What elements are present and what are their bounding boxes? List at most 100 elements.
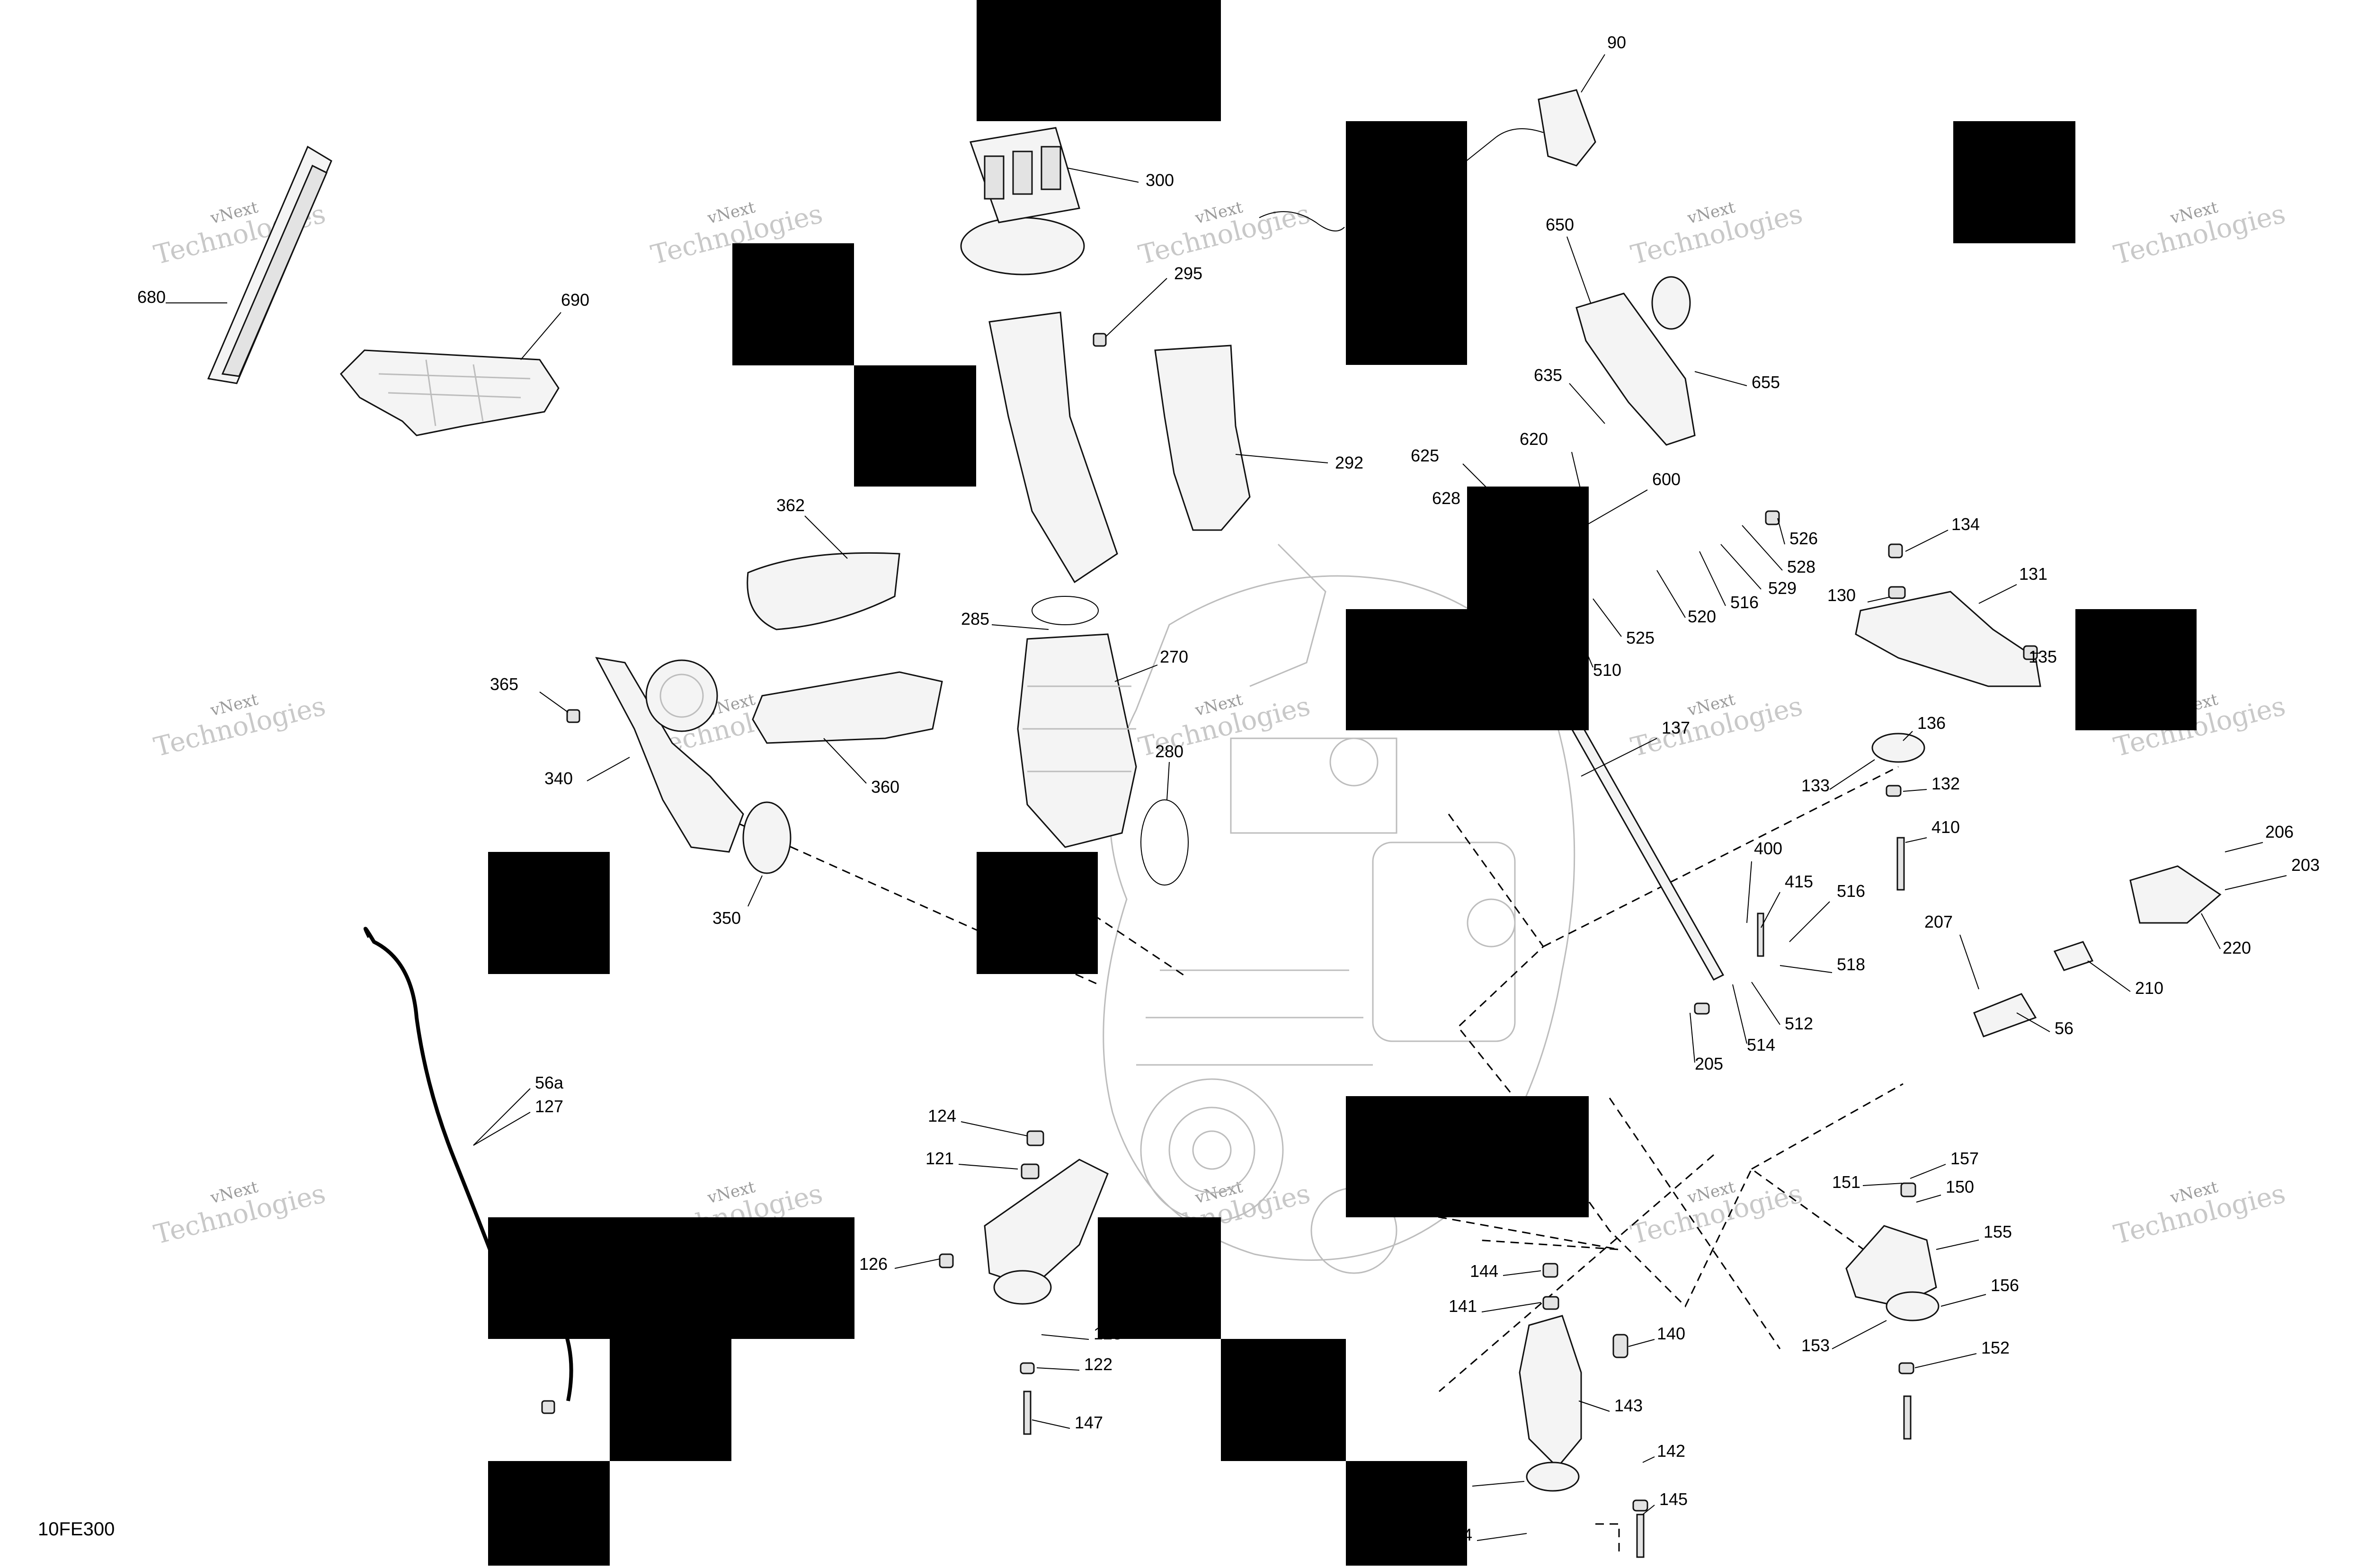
callout-leader (1862, 1183, 1903, 1186)
callout-label: 147 (1075, 1413, 1103, 1432)
callout-label: 280 (1155, 742, 1184, 761)
callout-leader (1832, 1320, 1887, 1349)
callout-label: 528 (1787, 557, 1815, 576)
callout-leader (587, 757, 630, 781)
callout-label: 526 (1789, 529, 1818, 548)
redaction-blocks (488, 0, 2197, 1566)
callout-leader (1867, 597, 1889, 602)
callout-label: 270 (1160, 647, 1188, 666)
callout-leader (1105, 278, 1167, 337)
clamps-280-285 (1032, 596, 1189, 886)
callout-label: 680 (137, 287, 166, 307)
callout-label: 415 (1785, 872, 1813, 891)
callout-leader (1694, 371, 1747, 386)
callout-leader (1789, 901, 1830, 942)
callout-leader (1732, 984, 1747, 1044)
callout-leader (1905, 837, 1927, 843)
callout-label: 152 (1981, 1338, 2010, 1357)
callout-label: 510 (1593, 660, 1621, 680)
callout-label: 516 (1837, 881, 1865, 901)
callout-leader (1114, 664, 1158, 682)
callout-label: 137 (1662, 718, 1690, 737)
callout-label: 518 (1837, 955, 1865, 974)
callout-label: 206 (2265, 822, 2294, 842)
callout-label: 126 (859, 1254, 888, 1274)
callout-leader (1940, 1294, 1986, 1307)
callout-leader (1903, 789, 1927, 792)
part-210-bracket (1973, 941, 2094, 1037)
part-203-module (2129, 865, 2222, 924)
callout-leader (1477, 1533, 1527, 1541)
callout-leader (1041, 1334, 1089, 1340)
callout-label: 132 (1931, 774, 1960, 793)
callout-label: 140 (1657, 1324, 1685, 1343)
callout-leader (1777, 518, 1785, 545)
callout-leader (1578, 1400, 1610, 1412)
callout-label: 210 (2135, 978, 2163, 998)
intake-ducts (988, 311, 1251, 848)
callout-leader (1032, 1419, 1070, 1429)
callout-label: 362 (776, 496, 805, 515)
callout-label: 512 (1785, 1014, 1813, 1033)
callout-leader (2016, 1012, 2050, 1032)
part-650-housing (1575, 276, 1696, 446)
callout-leader (1581, 738, 1657, 777)
callout-label: 150 (1946, 1177, 1974, 1196)
callout-label: 122 (1084, 1355, 1112, 1374)
callout-leader (1690, 1012, 1695, 1063)
callout-label: 292 (1335, 453, 1363, 472)
part-130-bracket (1855, 591, 2041, 763)
callout-label: 142 (1657, 1441, 1685, 1461)
callout-label: 134 (1951, 514, 1980, 534)
callout-leader (1566, 236, 1591, 303)
callout-label: 620 (1520, 429, 1548, 449)
part-690-mat (339, 349, 560, 436)
callout-leader (1978, 584, 2017, 604)
callout-leader (1472, 1481, 1525, 1487)
callout-label: 690 (561, 290, 589, 310)
callout-label: 628 (1432, 488, 1460, 508)
callout-leader (1166, 762, 1170, 800)
callout-label: 525 (1626, 628, 1655, 647)
callout-leader (1746, 861, 1752, 923)
part-140-mount (1519, 1315, 1628, 1492)
callout-label: 136 (1917, 713, 1946, 733)
callout-leader (1751, 982, 1780, 1025)
callout-label: 514 (1747, 1035, 1775, 1054)
part-120-mount (984, 1159, 1109, 1305)
callout-leader (1720, 544, 1762, 590)
callout-label: 529 (1768, 578, 1797, 598)
callout-leader (747, 875, 763, 907)
callout-label: 410 (1931, 817, 1960, 837)
callout-leader (1829, 759, 1875, 790)
callout-leader (2201, 913, 2221, 949)
callout-label: 121 (925, 1149, 954, 1168)
callout-leader (2087, 960, 2131, 992)
callout-leader (1593, 598, 1622, 637)
callout-leader (1642, 1456, 1655, 1463)
callout-label: 635 (1534, 365, 1562, 385)
callout-label: 135 (2029, 647, 2057, 666)
callout-leader (1581, 54, 1605, 93)
callout-label: 153 (1801, 1336, 1830, 1355)
callout-leader (2225, 842, 2263, 852)
callout-label: 131 (2019, 564, 2047, 584)
callout-leader (958, 1164, 1018, 1169)
part-680-panel (207, 145, 332, 384)
callout-label: 205 (1695, 1054, 1723, 1073)
callout-label: 600 (1652, 470, 1681, 489)
callout-label: 520 (1688, 607, 1716, 626)
callout-label: 207 (1924, 912, 1953, 931)
callout-leader (473, 1088, 531, 1146)
part-362-cover (747, 552, 900, 630)
callout-label: 124 (928, 1106, 956, 1125)
callout-leader (1036, 1367, 1080, 1371)
part-360-duct (752, 671, 943, 744)
part-300-filter (960, 127, 1085, 275)
callout-leader (1462, 463, 1487, 488)
